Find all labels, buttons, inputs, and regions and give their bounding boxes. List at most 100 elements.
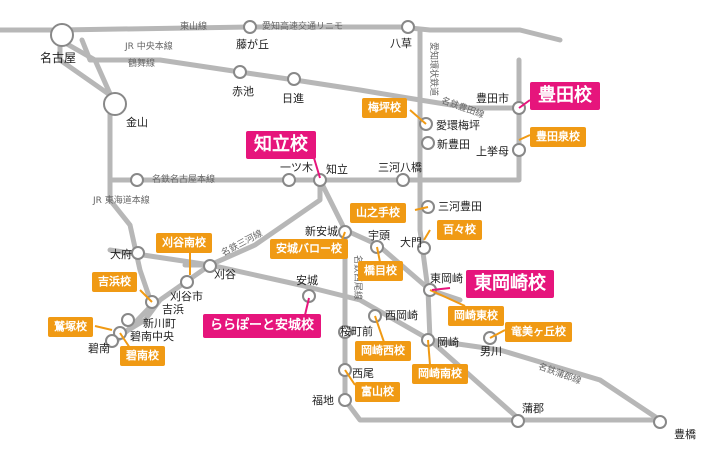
label-obu: 大府	[110, 248, 132, 261]
station-nagoya	[50, 23, 74, 47]
label-hitotsugi: 一ツ木	[280, 161, 313, 174]
label-shinanjo: 新安城	[305, 225, 338, 238]
station-fujigaoka	[243, 20, 257, 34]
station-hekinan	[105, 334, 119, 348]
pointer-toyotaizumi	[518, 134, 531, 141]
line-name-tsurumai: 鶴舞線	[128, 59, 156, 69]
label-yagusa: 八草	[390, 37, 412, 50]
pointer-higashiokazaki	[431, 287, 451, 291]
school-momo[interactable]: 百々校	[437, 220, 482, 240]
pointer-yoshihama	[139, 289, 153, 303]
label-shintoyota: 新豊田	[437, 138, 470, 151]
school-umetsubo[interactable]: 梅坪校	[362, 98, 407, 118]
west-trunk-line	[57, 32, 155, 348]
label-nagoya: 名古屋	[40, 51, 77, 65]
pointer-okazakihigashi	[429, 289, 466, 307]
label-kariya: 刈谷	[214, 268, 236, 281]
station-shinkawamachi	[121, 313, 135, 327]
label-hekinan: 碧南	[88, 342, 110, 355]
label-yoshihama: 吉浜	[162, 303, 184, 316]
pointer-umetsubo	[409, 109, 427, 125]
pointer-momo	[423, 229, 431, 241]
toyohashi-line	[427, 337, 663, 423]
label-daimon: 大門	[400, 236, 422, 249]
school-hashime[interactable]: 橋目校	[358, 261, 403, 281]
label-otogawa: 男川	[480, 345, 502, 358]
station-gamagori	[511, 414, 525, 428]
line-name-meitetsu-nagoya: 名鉄名古屋本線	[152, 175, 216, 185]
pointer-okazakinishi	[374, 315, 386, 346]
label-aikanumetsubo: 愛環梅坪	[436, 119, 480, 132]
station-kariya	[203, 259, 217, 273]
station-mikawayahashi	[396, 173, 410, 187]
school-okazakihigashi[interactable]: 岡崎東校	[448, 306, 504, 326]
label-nisshin: 日進	[282, 92, 304, 105]
pointer-yamanote	[414, 206, 429, 211]
line-name-tozan: 東山線	[180, 22, 208, 32]
pointer-hashime	[376, 246, 381, 263]
label-uto: 宇頭	[368, 229, 390, 242]
station-uwagoromo	[512, 143, 526, 157]
pointer-washizuka	[94, 325, 113, 331]
school-washizuka[interactable]: 鷲塚校	[48, 317, 93, 337]
school-yoshihama[interactable]: 吉浜校	[92, 272, 137, 292]
line-name-tokaido: JR 東海道本線	[93, 196, 150, 206]
label-nishiokazaki: 西岡崎	[385, 309, 418, 322]
school-okazakiminami[interactable]: 岡崎南校	[412, 364, 468, 384]
pointer-toyota	[518, 99, 531, 109]
school-chiryu[interactable]: 知立校	[246, 131, 316, 159]
school-kariyaminami[interactable]: 刈谷南校	[156, 233, 212, 253]
toyota-line	[417, 57, 522, 183]
pointer-okazakiminami	[427, 339, 431, 366]
label-toyotashi: 豊田市	[476, 92, 509, 105]
school-hekinan[interactable]: 碧南校	[120, 346, 165, 366]
school-ryubigaoka[interactable]: 竜美ヶ丘校	[505, 322, 572, 342]
pointer-lalaport	[304, 297, 310, 316]
pointer-tomiyama	[344, 369, 356, 386]
school-toyota[interactable]: 豊田校	[530, 82, 600, 110]
station-hitotsugi	[282, 173, 296, 187]
station-kanayama	[103, 92, 127, 116]
line-name-aichi-kanjo: 愛知環状鉄道	[428, 42, 438, 97]
school-yamanote[interactable]: 山之手校	[350, 203, 406, 223]
label-higashiokazaki: 東岡崎	[430, 272, 463, 285]
label-fukuchi: 福地	[312, 394, 334, 407]
label-chiryu: 知立	[326, 163, 348, 176]
pointer-hekinan	[119, 332, 131, 349]
label-kariyashi: 刈谷市	[170, 290, 203, 303]
station-daimon	[417, 241, 431, 255]
label-fujigaoka: 藤が丘	[236, 38, 269, 51]
school-toyotaizumi[interactable]: 豊田泉校	[530, 127, 586, 147]
station-obu	[131, 246, 145, 260]
linimo-line	[427, 27, 563, 43]
aichi-kanjo-line	[417, 27, 433, 343]
label-nishio: 西尾	[352, 367, 374, 380]
school-tomiyama[interactable]: 富山校	[355, 382, 400, 402]
line-name-linimo: 愛知高速交通リニモ	[262, 22, 344, 32]
station-akaike	[233, 65, 247, 79]
label-anjo: 安城	[296, 274, 318, 287]
school-higashiokazaki[interactable]: 東岡崎校	[466, 270, 554, 298]
label-mikawatoyota: 三河豊田	[438, 200, 482, 213]
label-okazaki: 岡崎	[437, 336, 459, 349]
label-akaike: 赤池	[232, 85, 254, 98]
label-uwagoromo: 上挙母	[476, 145, 509, 158]
station-yagusa	[401, 20, 415, 34]
station-toyohashi	[653, 415, 667, 429]
school-okazakinishi[interactable]: 岡崎西校	[355, 341, 411, 361]
station-sakuramachimae	[338, 325, 352, 339]
label-toyohashi: 豊橋	[674, 428, 696, 441]
school-lalaport[interactable]: ららぽーと安城校	[203, 314, 322, 338]
line-name-chuo: JR 中央本線	[125, 42, 173, 52]
pointer-chiryu	[313, 157, 321, 179]
station-shintoyota	[421, 136, 435, 150]
station-kanayama-mid	[130, 173, 144, 187]
label-kanayama: 金山	[126, 116, 148, 129]
school-anjovalue[interactable]: 安城バロー校	[270, 239, 348, 259]
pointer-ryubigaoka	[489, 329, 506, 339]
station-fukuchi	[338, 393, 352, 407]
label-gamagori: 蒲郡	[522, 402, 544, 415]
station-nisshin	[287, 72, 301, 86]
label-shinkawamachi: 新川町	[143, 317, 176, 330]
